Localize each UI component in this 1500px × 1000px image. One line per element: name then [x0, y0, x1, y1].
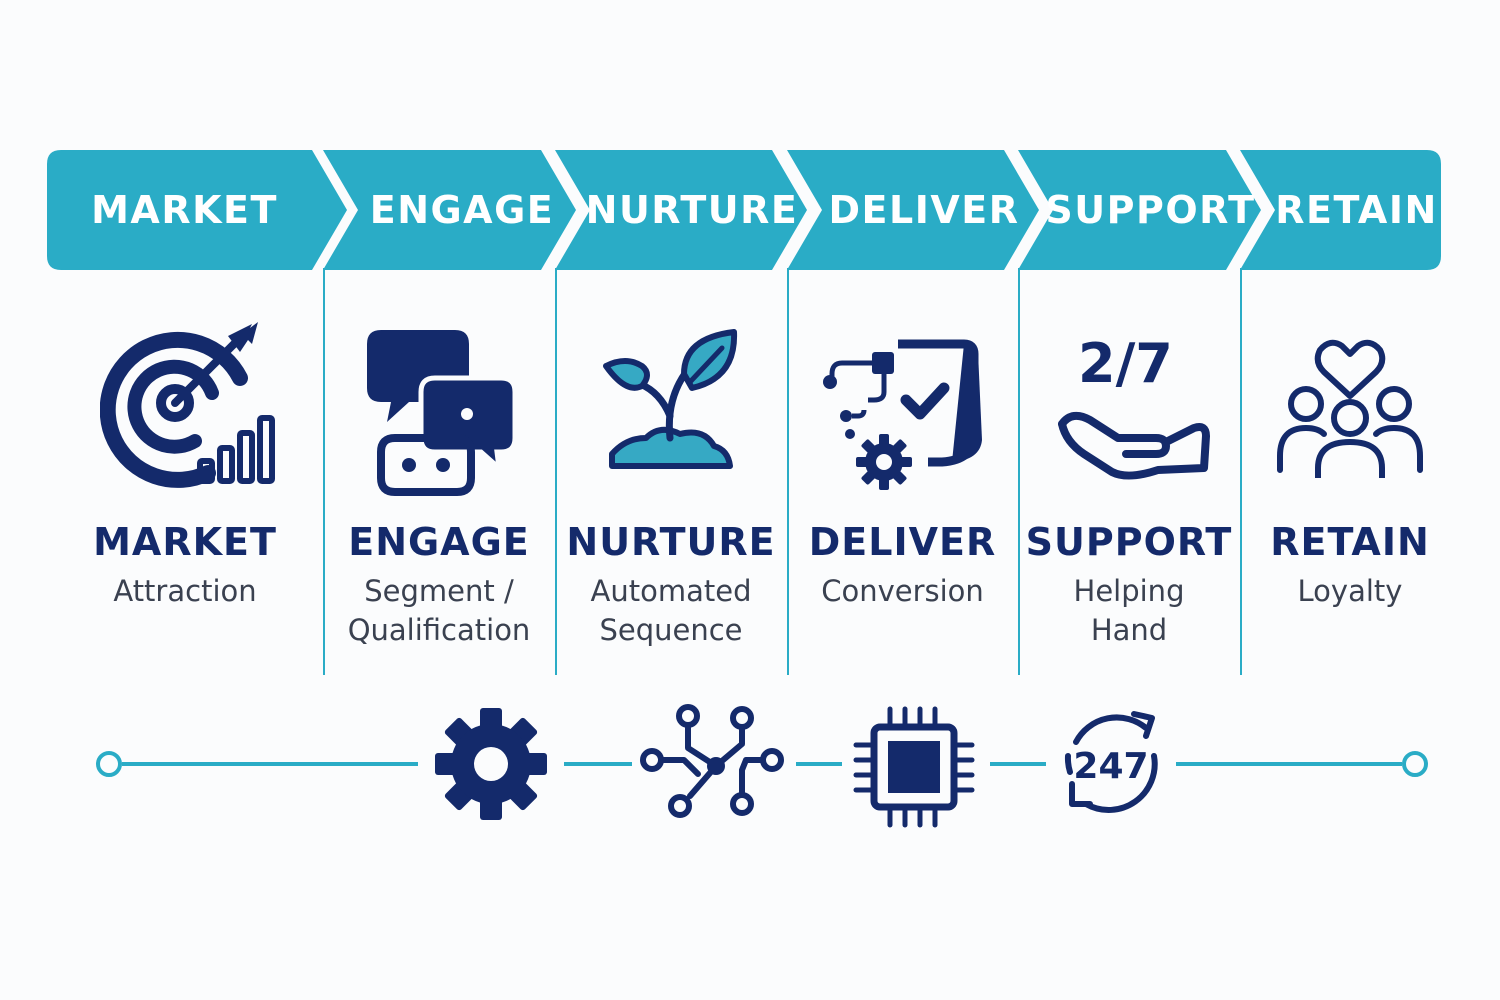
banner-shape	[1018, 150, 1261, 270]
subtitle-line: Qualification	[347, 613, 531, 647]
stage-title-support: SUPPORT	[1025, 520, 1233, 564]
stage-subtitle-engage: Segment / Qualification	[323, 572, 555, 650]
target-growth-icon	[100, 318, 280, 488]
banner-label: RETAIN	[1275, 188, 1438, 232]
banner-shape	[1240, 150, 1441, 270]
banner-label: ENGAGE	[369, 188, 555, 232]
column-divider	[323, 268, 325, 675]
stage-title-engage: ENGAGE	[348, 520, 530, 564]
banner-retain: RETAIN	[1240, 150, 1441, 270]
banner-label: MARKET	[91, 188, 278, 232]
people-heart-icon	[1276, 338, 1426, 478]
subtitle-line: Hand	[1090, 613, 1168, 647]
subtitle-line: Attraction	[113, 574, 257, 608]
hand-24-7-label: 2/7	[1078, 332, 1173, 395]
subtitle-line: Automated	[590, 574, 752, 608]
sprout-icon	[600, 326, 745, 486]
banner-market: MARKET	[47, 150, 347, 270]
banner-engage: ENGAGE	[323, 150, 576, 270]
timeline-line	[990, 762, 1046, 766]
gear-icon	[434, 707, 548, 821]
stage-title-retain: RETAIN	[1270, 520, 1430, 564]
banner-deliver: DELIVER	[787, 150, 1039, 270]
timeline-line	[122, 762, 418, 766]
banner-shape	[555, 150, 807, 270]
subtitle-line: Sequence	[599, 613, 743, 647]
refresh-247-label: 247	[1073, 746, 1148, 787]
stage-subtitle-nurture: Automated Sequence	[555, 572, 787, 650]
stage-subtitle-deliver: Conversion	[787, 572, 1018, 611]
banner-shape	[47, 150, 347, 270]
timeline-line	[564, 762, 632, 766]
banner-shape	[323, 150, 576, 270]
cpu-chip-icon	[852, 705, 978, 829]
subtitle-line: Conversion	[821, 574, 984, 608]
timeline-end-dot	[1402, 751, 1428, 777]
timeline-line	[796, 762, 842, 766]
banner-label: DELIVER	[828, 188, 1020, 232]
stage-subtitle-retain: Loyalty	[1240, 572, 1460, 611]
banner-label: NURTURE	[585, 188, 799, 232]
stage-title-nurture: NURTURE	[566, 520, 776, 564]
timeline-start-dot	[96, 751, 122, 777]
subtitle-line: Helping	[1073, 574, 1185, 608]
timeline-line	[1176, 762, 1402, 766]
chat-bubbles-icon	[365, 326, 520, 496]
stage-title-deliver: DELIVER	[808, 520, 997, 564]
stage-title-market: MARKET	[93, 520, 277, 564]
stage-subtitle-support: Helping Hand	[1018, 572, 1240, 650]
column-divider	[555, 268, 557, 675]
column-divider	[787, 268, 789, 675]
stage-subtitle-market: Attraction	[47, 572, 323, 611]
circuit-network-icon	[638, 704, 788, 822]
workflow-check-icon	[818, 330, 993, 495]
banner-support: SUPPORT	[1018, 150, 1261, 270]
banner-nurture: NURTURE	[555, 150, 807, 270]
column-divider	[1018, 268, 1020, 675]
column-divider	[1240, 268, 1242, 675]
banner-shape	[787, 150, 1039, 270]
refresh-247-icon: 247	[1056, 708, 1166, 818]
subtitle-line: Loyalty	[1297, 574, 1403, 608]
subtitle-line: Segment /	[364, 574, 514, 608]
hand-24-7-icon: 2/7	[1056, 330, 1216, 490]
banner-label: SUPPORT	[1045, 188, 1256, 232]
